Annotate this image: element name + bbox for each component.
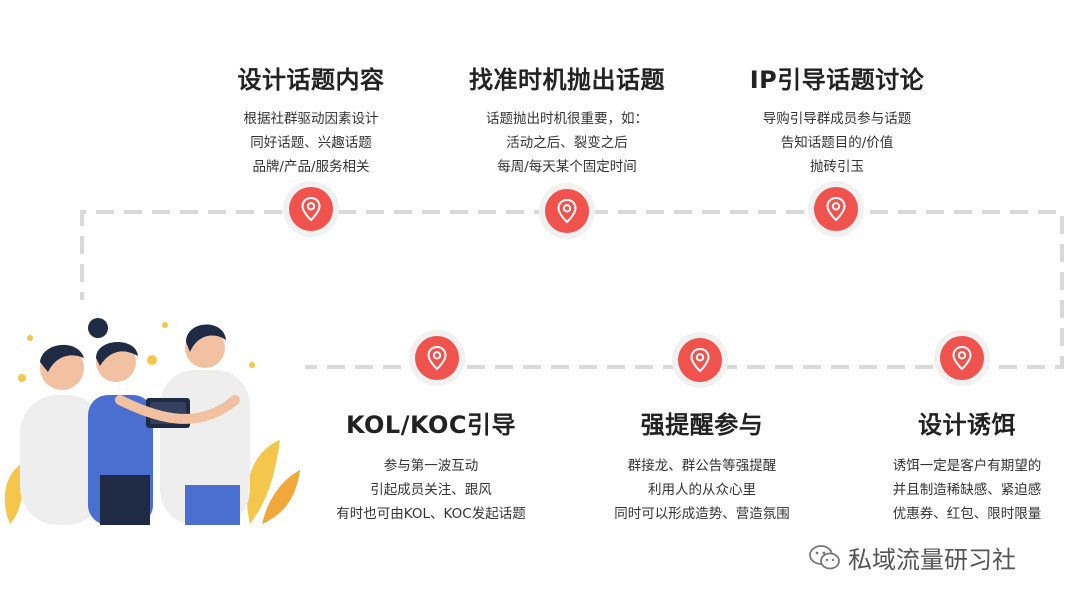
step-line: 话题抛出时机很重要，如： — [486, 111, 648, 127]
step-title: IP引导话题讨论 — [749, 66, 925, 94]
step-timing: 找准时机抛出话题 话题抛出时机很重要，如： 活动之后、裂变之后 每周/每天某个固… — [437, 60, 697, 179]
step-line: 导购引导群成员参与话题 — [762, 111, 912, 127]
step-line: 诱饵一定是客户有期望的 — [892, 458, 1042, 474]
watermark: 私域流量研习社 — [808, 540, 1016, 575]
step-line: 群接龙、群公告等强提醒 — [627, 458, 777, 474]
step-line: 优惠券、红包、限时限量 — [892, 506, 1042, 522]
step-line: 根据社群驱动因素设计 — [243, 111, 379, 127]
step-title: 设计话题内容 — [237, 66, 385, 94]
wechat-icon — [809, 544, 840, 569]
step-line: 抛砖引玉 — [810, 159, 864, 175]
step-ip-guide: IP引导话题讨论 导购引导群成员参与话题 告知话题目的/价值 抛砖引玉 — [707, 60, 967, 179]
step-line: 活动之后、裂变之后 — [506, 135, 628, 151]
location-pin-icon — [539, 183, 595, 239]
step-line: 引起成员关注、跟风 — [370, 482, 492, 498]
step-line: 利用人的从众心里 — [648, 482, 756, 498]
location-pin-icon — [283, 181, 339, 237]
team-people-illustration — [4, 318, 300, 525]
step-line: 同好话题、兴趣话题 — [250, 135, 372, 151]
location-pin-icon — [672, 332, 728, 388]
step-line: 品牌/产品/服务相关 — [252, 159, 370, 175]
watermark-text: 私域流量研习社 — [848, 546, 1016, 574]
step-line: 并且制造稀缺感、紧迫感 — [892, 482, 1042, 498]
step-kol-koc-guide: KOL/KOC引导 参与第一波互动 引起成员关注、跟风 有时也可由KOL、KOC… — [301, 405, 561, 526]
step-design-topic-content: 设计话题内容 根据社群驱动因素设计 同好话题、兴趣话题 品牌/产品/服务相关 — [181, 60, 441, 179]
step-title: 设计诱饵 — [918, 411, 1016, 439]
step-line: 告知话题目的/价值 — [780, 135, 894, 151]
step-line: 每周/每天某个固定时间 — [497, 159, 637, 175]
step-title: KOL/KOC引导 — [345, 411, 516, 439]
location-pin-icon — [934, 330, 990, 386]
step-title: 强提醒参与 — [640, 411, 764, 439]
step-line: 同时可以形成造势、营造氛围 — [614, 506, 790, 522]
location-pin-icon — [409, 330, 465, 386]
step-title: 找准时机抛出话题 — [469, 66, 665, 94]
location-pin-icon — [808, 181, 864, 237]
step-design-bait: 设计诱饵 诱饵一定是客户有期望的 并且制造稀缺感、紧迫感 优惠券、红包、限时限量 — [837, 405, 1069, 526]
step-strong-reminder: 强提醒参与 群接龙、群公告等强提醒 利用人的从众心里 同时可以形成造势、营造氛围 — [572, 405, 832, 526]
step-line: 参与第一波互动 — [383, 458, 479, 474]
step-line: 有时也可由KOL、KOC发起话题 — [336, 506, 526, 522]
